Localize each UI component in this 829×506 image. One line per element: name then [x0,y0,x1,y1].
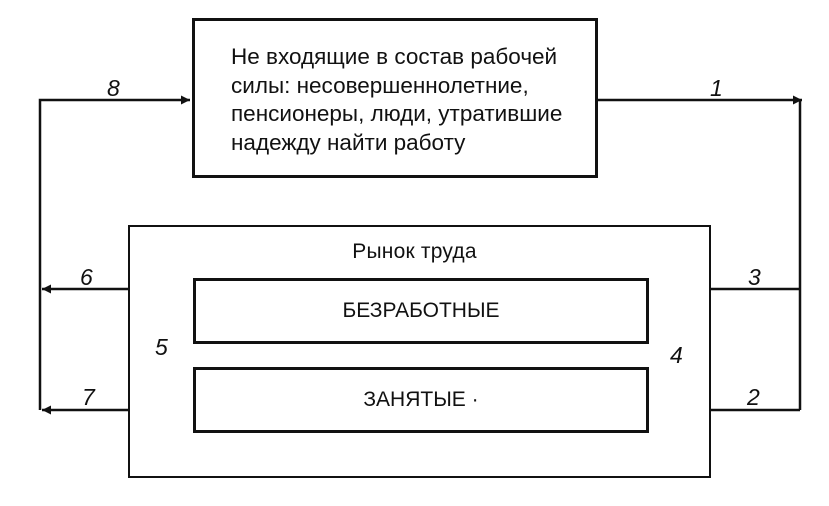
flow-4-label: 4 [670,342,683,368]
outside-labor-force-box: Не входящие в состав рабочей силы: несов… [192,18,598,178]
unemployed-label: БЕЗРАБОТНЫЕ [342,299,500,322]
employed-box: ЗАНЯТЫЕ · [193,367,649,433]
flow-6-label: 6 [80,264,93,290]
flow-3-label: 3 [748,264,761,290]
flow-2-label: 2 [747,384,760,410]
flow-1-label: 1 [710,75,723,101]
labor-market-box [128,225,711,478]
employed-label: ЗАНЯТЫЕ · [363,388,479,411]
unemployed-box: БЕЗРАБОТНЫЕ [193,278,649,344]
flow-8-label: 8 [107,75,120,101]
flow-7-label: 7 [82,384,95,410]
flow-8-arrow [38,95,190,410]
flow-5-label: 5 [155,334,168,360]
labor-market-title: Рынок труда [352,240,477,263]
